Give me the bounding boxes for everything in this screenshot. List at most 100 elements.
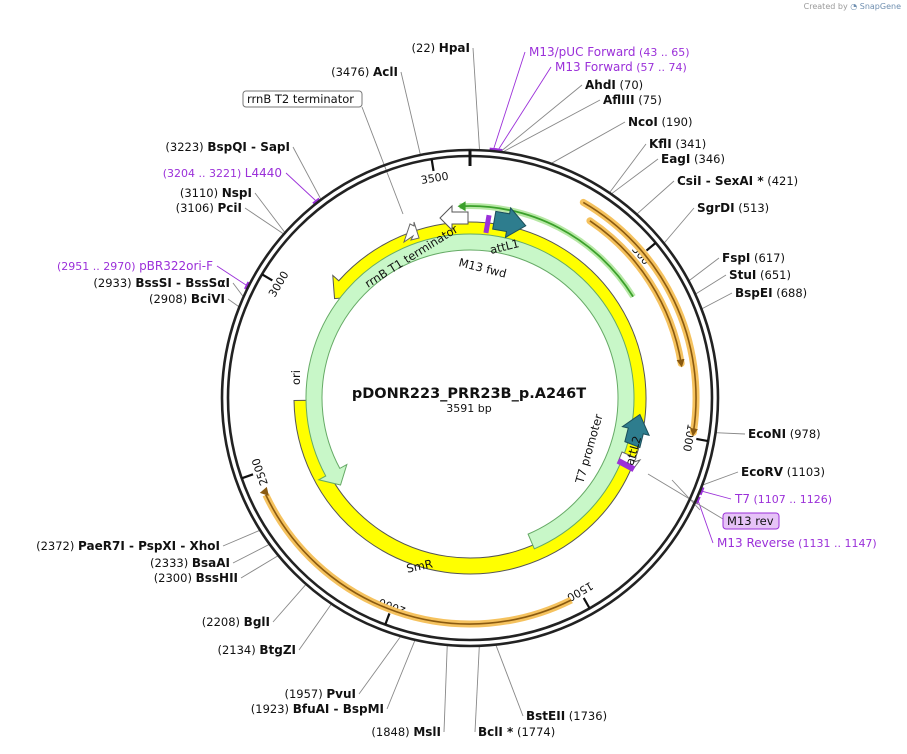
ori-arrow[interactable]	[293, 221, 647, 575]
site-line-421	[636, 180, 675, 215]
rrnb-t2-terminator-arrow[interactable]	[403, 221, 420, 244]
site-line-1848	[443, 644, 448, 733]
site-line-1957	[358, 635, 402, 695]
site-label-2908[interactable]: (2908) BciVI	[149, 292, 225, 306]
site-label-3476[interactable]: (3476) AclI	[331, 65, 398, 79]
site-label-1923[interactable]: (1923) BfuAI - BspMI	[251, 702, 384, 716]
m13-fwd-label: M13 fwd	[457, 255, 508, 280]
feature-leader-1	[671, 479, 701, 511]
tick-1500	[582, 597, 591, 609]
site-label-1957[interactable]: (1957) PvuI	[284, 687, 356, 701]
orf-inner-arc[interactable]	[589, 220, 685, 368]
snapgene-logo: ◔ SnapGene	[850, 2, 901, 11]
primer-label-2960[interactable]: (2951 .. 2970) pBR322ori-F	[57, 259, 213, 273]
site-line-341	[608, 143, 647, 194]
site-label-22[interactable]: (22) HpaI	[412, 41, 470, 55]
site-line-2134	[298, 603, 332, 651]
site-line-1103	[702, 471, 739, 486]
site-label-651[interactable]: StuI (651)	[729, 268, 791, 282]
site-labels: (22) HpaI (3476) AclI AhdI (70)AflIII (75)…	[36, 41, 877, 739]
m13-rev-marker[interactable]	[616, 458, 636, 472]
site-label-3223[interactable]: (3223) BspQI - SapI	[165, 140, 290, 154]
site-line-3106	[244, 207, 285, 235]
site-label-2300[interactable]: (2300) BssHII	[154, 571, 238, 585]
tick-2500	[241, 473, 254, 480]
site-line-75	[502, 99, 601, 153]
orf-outer-arc[interactable]	[582, 201, 698, 437]
tick-1000	[696, 437, 709, 443]
primer-label-3212[interactable]: (3204 .. 3221) L4440	[163, 166, 282, 180]
attl2-arrow[interactable]	[619, 411, 654, 449]
primer-mark-1116	[699, 487, 705, 496]
site-label-341[interactable]: KflI (341)	[649, 137, 706, 151]
site-label-2372[interactable]: (2372) PaeR7I - PspXI - XhoI	[36, 539, 220, 553]
primer-label-65[interactable]: M13 Forward (57 .. 74)	[555, 60, 687, 74]
rrnb-t2-label: rrnB T2 terminator	[247, 92, 354, 106]
site-line-22	[472, 47, 480, 151]
site-label-75[interactable]: AflIII (75)	[603, 93, 662, 107]
orf-bottom-arc[interactable]	[265, 494, 572, 625]
site-label-1736[interactable]: BstEII (1736)	[526, 709, 607, 723]
primer-label-1116[interactable]: T7 (1107 .. 1126)	[734, 492, 832, 506]
site-label-2134[interactable]: (2134) BtgZI	[217, 643, 296, 657]
site-line-3110	[254, 192, 286, 234]
primer-line-1139	[697, 500, 714, 544]
credit-brand: SnapGene	[859, 2, 901, 11]
m13-rev-label-box[interactable]	[722, 512, 780, 530]
m13-rev-leader	[647, 473, 724, 520]
site-label-617[interactable]: FspI (617)	[722, 251, 785, 265]
tick-3500	[430, 158, 435, 172]
site-label-190[interactable]: NcoI (190)	[628, 115, 692, 129]
site-line-3223	[292, 146, 322, 200]
site-label-3106[interactable]: (3106) PciI	[176, 201, 242, 215]
site-label-978[interactable]: EcoNI (978)	[748, 427, 821, 441]
green-arc-head	[457, 201, 466, 212]
site-label-513[interactable]: SgrDI (513)	[697, 201, 769, 215]
plasmid-length: 3591 bp	[446, 402, 491, 415]
rrnb-t1-terminator-arrow[interactable]	[439, 204, 469, 232]
primer-line-54	[493, 51, 526, 150]
site-label-421[interactable]: CsiI - SexAI * (421)	[677, 174, 798, 188]
site-line-513	[663, 207, 695, 244]
site-label-1848[interactable]: (1848) MslI	[371, 725, 441, 739]
primer-mark-3212	[312, 197, 320, 205]
smr-label: SmR	[405, 557, 434, 576]
tick-2000	[384, 613, 391, 626]
attl1-label: attL1	[488, 236, 520, 257]
credit-prefix: Created by	[803, 2, 848, 11]
site-label-346[interactable]: EagI (346)	[661, 152, 725, 166]
green-arc[interactable]	[459, 205, 634, 298]
primer-label-54[interactable]: M13/pUC Forward (43 .. 65)	[529, 45, 690, 59]
site-line-346	[610, 158, 659, 195]
site-label-2933[interactable]: (2933) BssSI - BssSαI	[93, 276, 230, 290]
site-line-2300	[240, 555, 279, 579]
site-label-2208[interactable]: (2208) BglI	[202, 615, 270, 629]
site-line-1736	[495, 644, 524, 717]
m13-rev-label: M13 rev	[727, 514, 774, 528]
primer-mark-2960	[244, 281, 250, 290]
site-line-2208	[272, 583, 307, 623]
site-label-3110[interactable]: (3110) NspI	[180, 186, 252, 200]
site-label-1103[interactable]: EcoRV (1103)	[741, 465, 825, 479]
site-label-2333[interactable]: (2333) BsaAI	[150, 556, 230, 570]
orf-bottom-head	[259, 486, 269, 496]
primer-line-65	[497, 66, 552, 150]
smr-arrow[interactable]	[305, 233, 635, 550]
site-line-617	[688, 257, 720, 282]
primer-line-2960	[216, 265, 247, 286]
site-line-2333	[232, 543, 270, 564]
site-line-190	[550, 121, 626, 164]
site-line-651	[695, 274, 727, 295]
site-label-688[interactable]: BspEI (688)	[735, 286, 807, 300]
attl1-arrow[interactable]	[492, 205, 529, 240]
rrnb-t2-label-box[interactable]	[242, 90, 363, 108]
site-label-70[interactable]: AhdI (70)	[585, 78, 643, 92]
snapgene-credit: Created by ◔ SnapGene	[804, 2, 901, 11]
site-line-2908	[227, 298, 240, 308]
features-layer	[259, 198, 700, 628]
m13-fwd-marker[interactable]	[483, 214, 492, 234]
primer-label-1139[interactable]: M13 Reverse (1131 .. 1147)	[717, 536, 877, 550]
tick-500	[645, 242, 657, 252]
site-label-1774[interactable]: BclI * (1774)	[478, 725, 555, 739]
